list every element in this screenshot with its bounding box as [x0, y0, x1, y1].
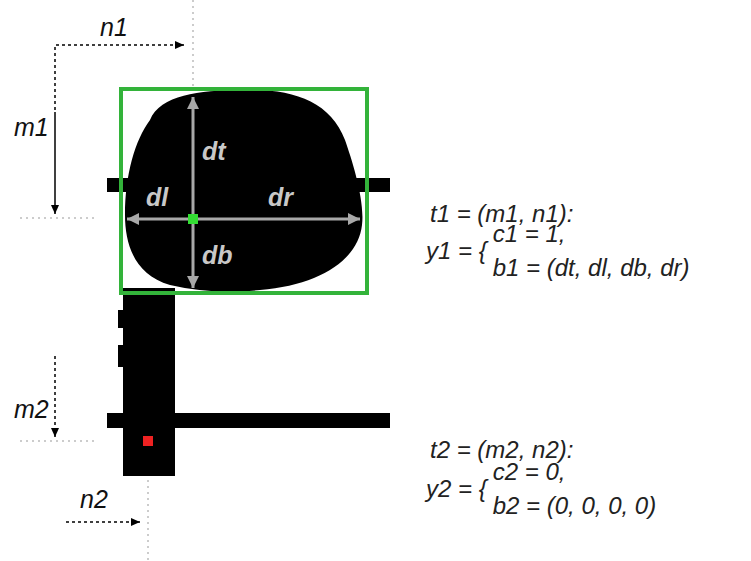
formula-text: c1 = 1,: [493, 221, 566, 247]
positive-point: [188, 214, 198, 224]
distance-label: dt: [202, 138, 226, 166]
formula-text: c2 = 0,: [493, 459, 566, 485]
bounding-box: [121, 89, 367, 293]
formula-text: y2 = {: [426, 476, 487, 502]
coordinate-label: n1: [100, 14, 128, 42]
formula-text: b1 = (dt, dl, db, dr): [493, 255, 690, 281]
distance-label: dr: [268, 184, 293, 212]
negative-point: [143, 436, 153, 446]
coordinate-label: m2: [14, 396, 49, 424]
formula-text: y1 = {: [426, 238, 487, 264]
distance-label: db: [202, 242, 233, 270]
coordinate-arrows: [55, 45, 184, 522]
coordinate-label: m1: [14, 114, 49, 142]
object-shape: [107, 90, 390, 476]
coordinate-label: n2: [80, 486, 108, 514]
formula-text: b2 = (0, 0, 0, 0): [493, 493, 656, 519]
distance-arrows: [127, 97, 360, 288]
distance-label: dl: [146, 184, 168, 212]
